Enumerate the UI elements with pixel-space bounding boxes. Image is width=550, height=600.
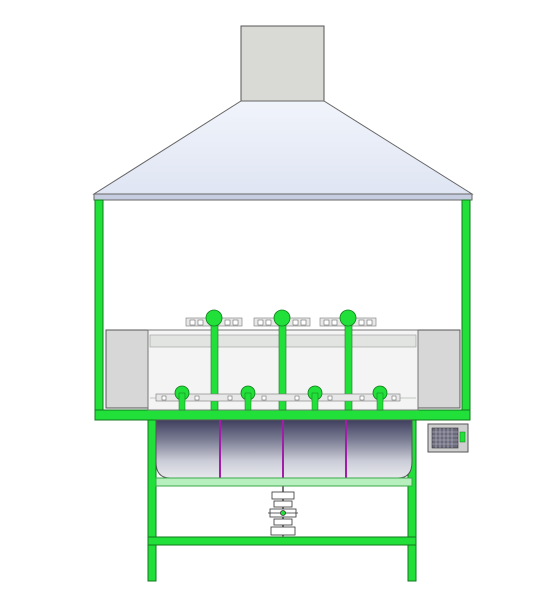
drip-tray (155, 477, 413, 487)
chimney (240, 25, 325, 102)
pump-assembly (268, 486, 298, 537)
upper-spray-heads (185, 309, 377, 411)
trough (155, 419, 413, 479)
lower-spray-heads (155, 385, 401, 411)
side-panel-left (105, 329, 149, 409)
side-panel-right (417, 329, 461, 409)
hood (92, 100, 474, 201)
control-box (427, 423, 469, 453)
